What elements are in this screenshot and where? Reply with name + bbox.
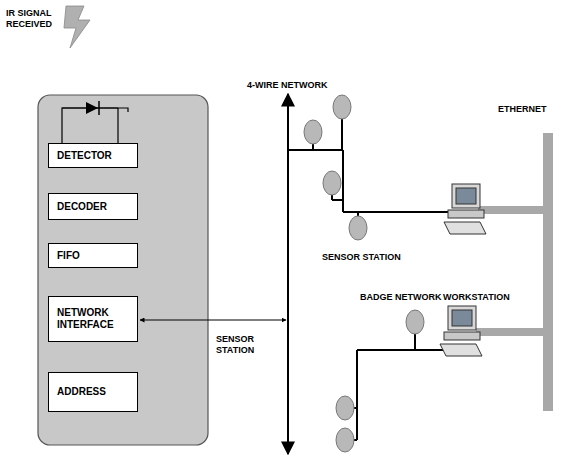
workstation-icon xyxy=(440,306,482,356)
sensor-ovals xyxy=(304,95,367,240)
diagram-label: ETHERNET xyxy=(498,104,547,115)
diagram-label: WORKSTATION xyxy=(443,292,510,303)
box-label: FIFO xyxy=(57,250,80,262)
interface-link xyxy=(140,320,286,321)
diode-wire xyxy=(117,108,118,143)
diagram-label: 4-WIRE NETWORK xyxy=(247,80,328,91)
box-label: DETECTOR xyxy=(57,150,112,162)
process-box: NETWORK INTERFACE xyxy=(48,296,138,342)
box-label: ADDRESS xyxy=(57,386,106,398)
process-box: DECODER xyxy=(48,193,138,220)
box-label: DECODER xyxy=(57,201,107,213)
workstation-icon xyxy=(444,184,486,234)
diode-wire xyxy=(62,108,128,143)
process-box: DETECTOR xyxy=(48,143,138,168)
four-wire-bus xyxy=(287,94,289,454)
diode-symbol xyxy=(86,102,98,114)
diode-bar xyxy=(98,101,100,115)
badge-ovals xyxy=(336,310,424,452)
process-box: FIFO xyxy=(48,243,138,268)
station-housing xyxy=(38,95,208,445)
process-box: ADDRESS xyxy=(48,372,138,412)
diode-wire-hidden xyxy=(118,108,128,143)
box-label: NETWORK INTERFACE xyxy=(57,307,129,331)
lightning-bolt xyxy=(64,6,90,48)
diagram-label: SENSOR STATION xyxy=(216,334,272,356)
badge-network-wires xyxy=(353,334,445,440)
ethernet-bar xyxy=(543,133,553,411)
diagram-label: SENSOR STATION xyxy=(322,252,401,263)
ethernet-link xyxy=(476,328,543,336)
sensor-network-wires xyxy=(288,119,448,216)
diagram-label: IR SIGNAL RECEIVED xyxy=(6,8,64,30)
diagram-label: BADGE NETWORK xyxy=(360,292,442,303)
ethernet-link xyxy=(478,206,543,214)
